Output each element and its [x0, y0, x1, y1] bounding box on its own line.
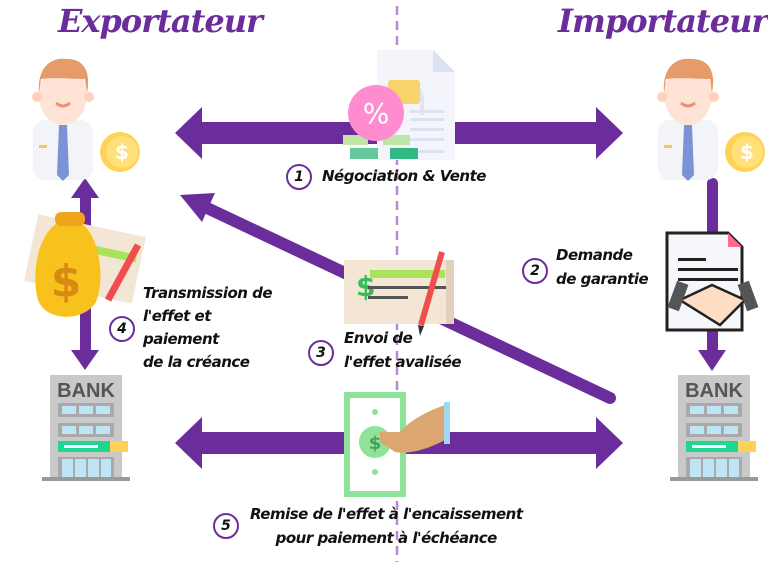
- step-2-line: Demande: [556, 246, 633, 264]
- importer-person-icon: [655, 57, 721, 183]
- step-5-badge: 5: [213, 513, 239, 539]
- svg-text:%: %: [363, 97, 390, 130]
- step-1-label: Négociation & Vente: [322, 167, 486, 185]
- contract-document-icon: %: [343, 50, 455, 160]
- step-2-badge: 2: [522, 258, 548, 284]
- svg-text:BANK: BANK: [57, 380, 115, 402]
- step-2-line: de garantie: [556, 270, 649, 288]
- step-3-line: l'effet avalisée: [344, 353, 462, 371]
- step-5-label: Remise de l'effet à l'encaissement pour …: [250, 502, 523, 550]
- step-5-line: Remise de l'effet à l'encaissement: [250, 505, 523, 523]
- importer-bank-icon: BANK: [670, 375, 758, 481]
- step-1-badge: 1: [286, 164, 312, 190]
- svg-text:$: $: [369, 433, 382, 454]
- importer-coin-icon: [725, 132, 765, 172]
- money-bag-icon: $: [24, 212, 146, 317]
- step-2-label: Demande de garantie: [556, 243, 649, 291]
- step-4-badge: 4: [109, 316, 135, 342]
- step-4-line: l'effet et: [143, 307, 211, 325]
- exporter-bank-icon: BANK: [42, 375, 130, 481]
- exporter-person-icon: [30, 57, 96, 183]
- step-4-line: Transmission de: [143, 284, 273, 302]
- svg-text:$: $: [356, 270, 375, 303]
- step-4-line: de la créance: [143, 353, 250, 371]
- step-4-label: Transmission de l'effet et paiement de l…: [143, 282, 273, 374]
- cheque-icon: $: [344, 251, 454, 336]
- svg-text:BANK: BANK: [685, 380, 743, 402]
- step-4-line: paiement: [143, 330, 219, 348]
- exporter-title: Exportateur: [58, 2, 263, 40]
- step-5-line: pour paiement à l'échéance: [275, 529, 498, 547]
- step-3-line: Envoi de: [344, 329, 413, 347]
- handshake-document-icon: [665, 231, 759, 332]
- banknote-hand-icon: $: [344, 392, 450, 497]
- step-3-badge: 3: [308, 340, 334, 366]
- step-3-label: Envoi de l'effet avalisée: [344, 326, 462, 374]
- svg-text:$: $: [51, 256, 82, 307]
- importer-title: Importateur: [558, 2, 768, 40]
- exporter-coin-icon: [100, 132, 140, 172]
